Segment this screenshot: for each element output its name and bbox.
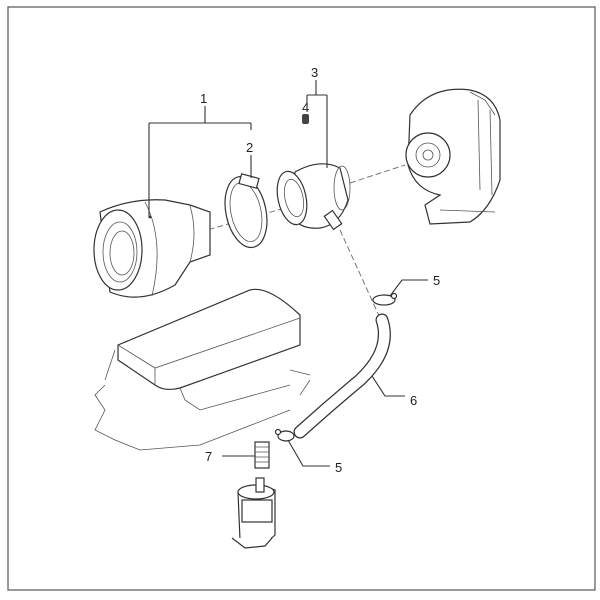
label-screw: 4 — [302, 100, 309, 115]
label-fitting: 7 — [205, 449, 212, 464]
engine-outline — [94, 288, 311, 451]
label-hose-clamp: 2 — [246, 140, 253, 155]
frame-border — [7, 6, 596, 591]
intake-hose-part — [276, 163, 351, 231]
turbocharger-part — [405, 88, 501, 225]
leader-lines — [148, 80, 428, 467]
pump-part — [231, 477, 276, 549]
air-cleaner-part — [93, 199, 211, 298]
hose-clamp-part — [224, 173, 268, 249]
lower-clamp-part — [274, 428, 295, 442]
screw-part — [302, 114, 309, 124]
fitting-part — [254, 441, 270, 469]
label-intake-hose: 3 — [311, 65, 318, 80]
breather-hose-part — [293, 313, 391, 439]
label-clamp-lower: 5 — [335, 460, 342, 475]
upper-clamp-part — [372, 292, 398, 306]
assembly-lines — [199, 164, 406, 319]
label-clamp-upper: 5 — [433, 273, 440, 288]
label-breather-hose: 6 — [410, 393, 417, 408]
label-air-cleaner: 1 — [200, 91, 207, 106]
